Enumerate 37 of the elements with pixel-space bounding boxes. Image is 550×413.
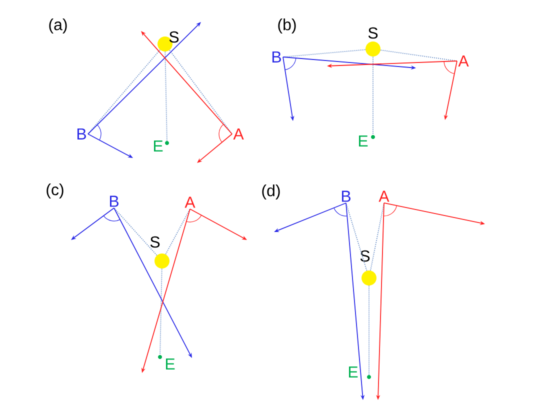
dotted-line (114, 208, 158, 256)
point-label: B (110, 196, 118, 207)
point-label: E (358, 135, 368, 146)
sun-circle (366, 42, 380, 56)
dotted-line (372, 56, 374, 136)
point-label: E (154, 140, 163, 152)
point-label: E (348, 366, 358, 378)
panel-label: (a) (49, 18, 67, 34)
panel-label: (d) (262, 184, 280, 200)
arrow (88, 22, 201, 134)
point-label: E (166, 358, 175, 370)
sun-circle (362, 270, 376, 286)
dotted-line (169, 50, 232, 134)
panel-label: (b) (278, 18, 296, 34)
dotted-line (165, 208, 190, 255)
arrow (197, 134, 232, 163)
point-label: A (233, 128, 244, 140)
point-label: B (272, 52, 281, 62)
point-label: A (378, 190, 390, 202)
sun-circle (154, 254, 170, 268)
point-label: S (150, 236, 160, 248)
dotted-line (88, 49, 160, 134)
point-label: A (184, 196, 196, 208)
dotted-line (370, 202, 384, 271)
panel-label: (c) (46, 184, 64, 198)
point-label: S (169, 31, 179, 43)
dotted-line (160, 268, 162, 356)
point-label: S (360, 250, 370, 262)
point-label: A (458, 56, 469, 66)
dotted-line (164, 51, 168, 142)
arrow (141, 31, 232, 134)
dotted-line (380, 50, 458, 62)
dotted-line (368, 285, 370, 376)
point-label: S (368, 27, 378, 39)
point-label: B (77, 128, 86, 140)
dotted-line (346, 202, 368, 272)
point-label: B (342, 190, 350, 202)
